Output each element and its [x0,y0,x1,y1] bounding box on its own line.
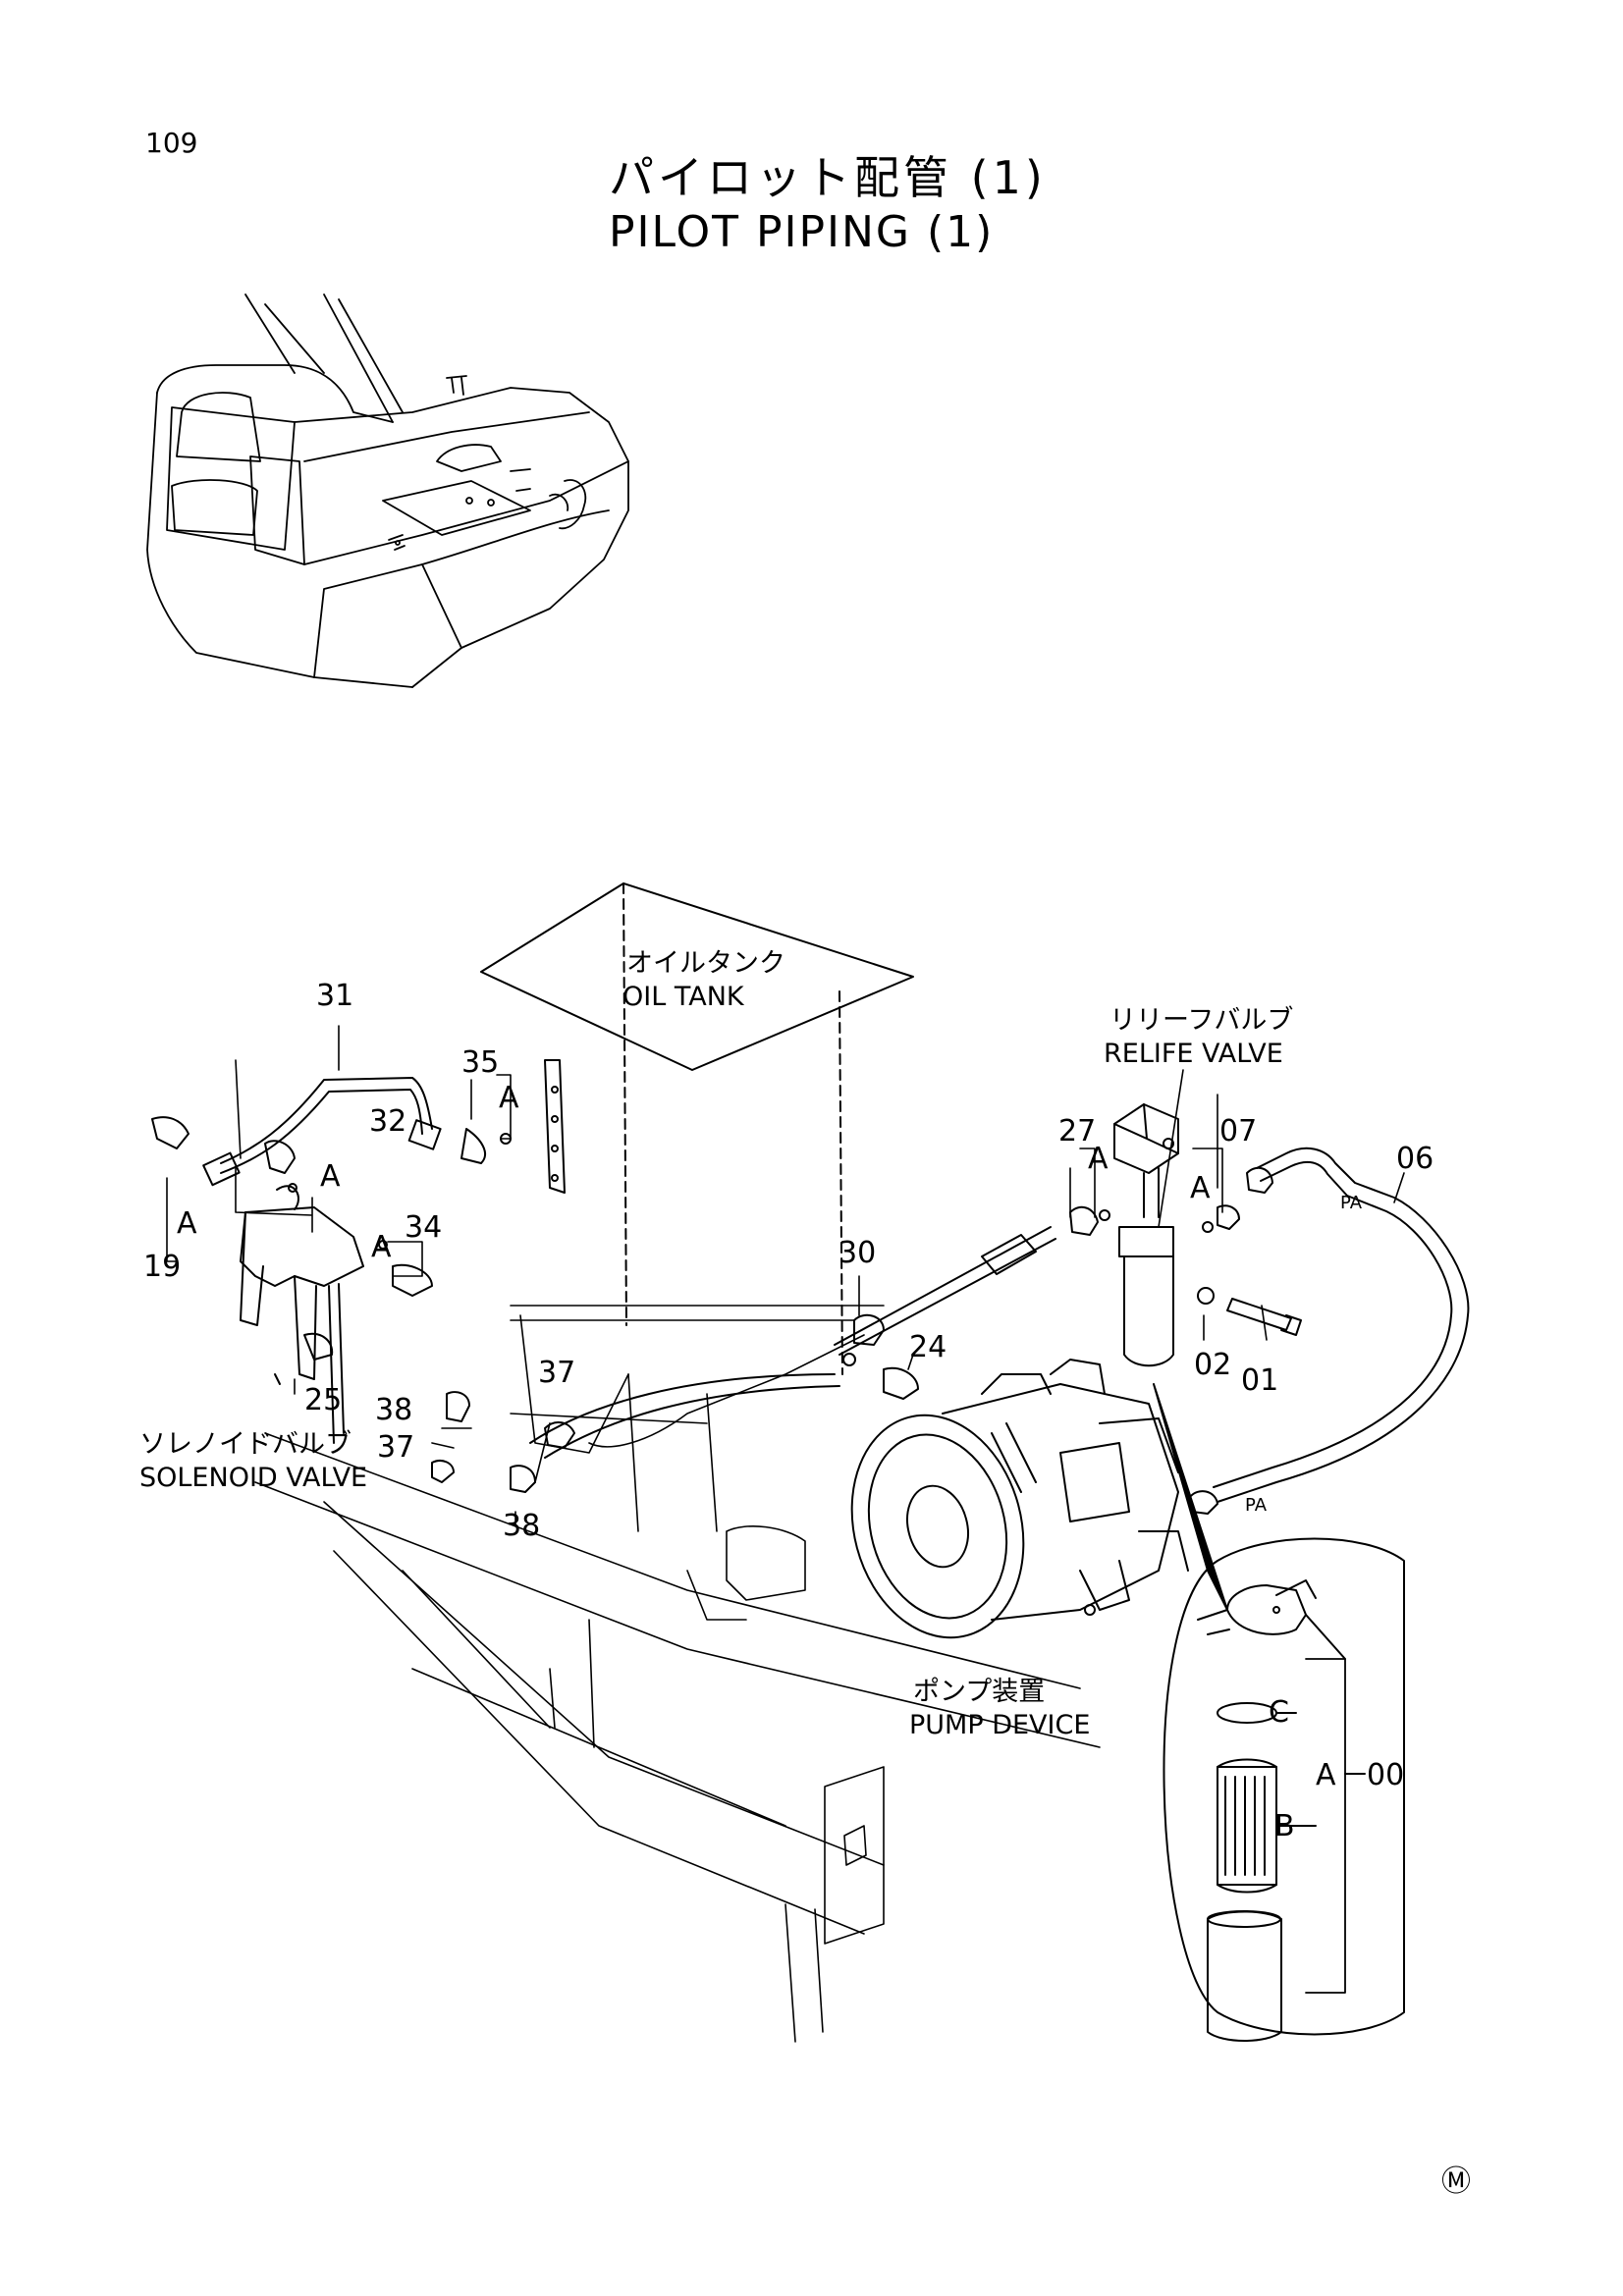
inset-letter-c: C [1269,1695,1289,1730]
pilot-hose-31 [151,1077,512,1187]
kit-letter-a-34: A [371,1230,392,1264]
oil-tank-label: OIL TANK [622,982,744,1012]
part-callout-02: 02 [1194,1348,1232,1382]
pump-device-shape [850,1359,1189,1639]
kit-letter-a-07: A [1190,1171,1211,1205]
page-number: 109 [145,127,198,159]
pump-device-label-jp: ポンプ装置 [913,1677,1046,1707]
solenoid-valve-block [240,1140,433,1444]
footer-mark: Ⓜ [1441,2164,1471,2199]
kit-letter-a-19: A [177,1206,197,1241]
relief-valve-label: RELIFE VALVE [1104,1039,1283,1069]
part-callout-27: 27 [1058,1114,1097,1148]
kit-letter-a-32: A [320,1159,341,1194]
part-callout-19: 19 [143,1250,182,1284]
part-callout-24: 24 [909,1330,947,1364]
pilot-hose-30 [431,1226,1056,1493]
oil-tank-label-jp: オイルタンク [626,948,785,979]
part-callout-07: 07 [1219,1114,1258,1148]
page-title-japanese: パイロット配管 (1) [609,151,1047,204]
part-callout-06: 06 [1396,1142,1434,1176]
relief-valve-label-jp: リリーフバルブ [1109,1005,1294,1036]
detail-pointer-wedge [1153,1383,1228,1611]
pilot-hose-06 [1189,1147,1470,1515]
part-callout-31: 31 [316,979,354,1013]
kit-letter-a-27: A [1088,1142,1109,1176]
port-label-pa-upper: PA [1340,1193,1363,1213]
kit-letter-a-35: A [499,1081,519,1115]
part-callout-25: 25 [304,1383,343,1417]
callout-leaders [166,1025,1405,1527]
part-callout-01: 01 [1241,1363,1279,1398]
page-title: PILOT PIPING (1) [609,207,995,257]
excavator-overview-illustration [146,294,629,688]
inset-letter-b: B [1274,1809,1295,1843]
port-label-pa-lower: PA [1245,1495,1268,1516]
oil-tank-shape [480,882,914,1375]
part-callout-00: 00 [1367,1758,1405,1792]
solenoid-valve-label-jp: ソレノイドバルブ [139,1429,352,1460]
relief-valve-and-filter [1069,1103,1302,1367]
part-callout-35: 35 [461,1045,500,1080]
part-callout-34: 34 [405,1210,443,1245]
part-callout-37-upper: 37 [538,1356,576,1390]
solenoid-valve-label: SOLENOID VALVE [139,1463,368,1493]
part-callout-32: 32 [369,1104,407,1139]
part-callout-37-lower: 37 [377,1430,415,1465]
part-callout-30: 30 [839,1236,877,1270]
pump-device-label: PUMP DEVICE [909,1710,1091,1740]
part-callout-38-lower: 38 [503,1509,541,1543]
inset-letter-a: A [1316,1758,1336,1792]
part-callout-38-upper: 38 [375,1393,413,1427]
upper-structure-frame [254,1305,1101,2043]
filter-detail-inset [1163,1537,1405,2042]
